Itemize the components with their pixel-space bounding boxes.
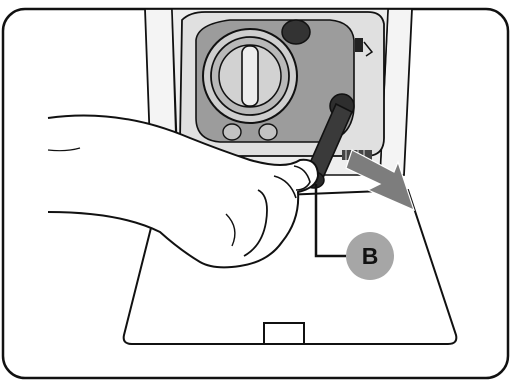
callout-badge: B — [346, 232, 394, 280]
drain-filter-cap-icon — [203, 29, 297, 123]
top-plug-icon — [282, 20, 310, 44]
callout-label: B — [362, 243, 379, 269]
